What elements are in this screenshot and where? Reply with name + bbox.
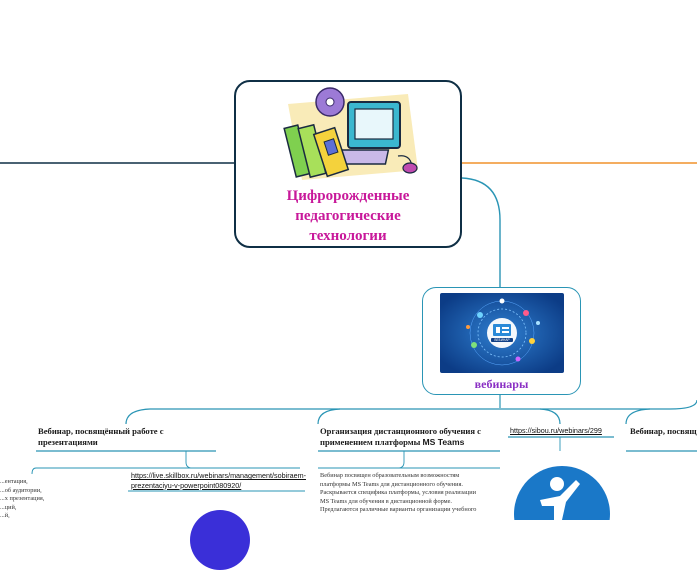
- central-topic-node[interactable]: Цифророжденные педагогические технологии: [234, 80, 462, 248]
- sibou-logo-icon: [514, 466, 610, 520]
- webinars-node[interactable]: ВЕБИНАР вебинары: [422, 287, 581, 395]
- description-line: MS Teams для обучения в дистанционной фо…: [320, 497, 452, 505]
- webinar-image: ВЕБИНАР: [440, 293, 564, 373]
- note-line: ...ций,: [0, 503, 17, 511]
- computer-books-cd-icon: [283, 87, 418, 180]
- description-line: платформы MS Teams для дистанционного об…: [320, 480, 463, 488]
- note-line: ...х презентация,: [0, 495, 45, 502]
- webinars-label: вебинары: [474, 377, 529, 391]
- note-line: ...об аудитории,: [0, 486, 42, 494]
- note-line: ...й,: [0, 512, 10, 519]
- topic-ms-teams-title[interactable]: Организация дистанционного обучения с пр…: [320, 426, 502, 448]
- ms-teams-brand: MS Teams: [422, 437, 465, 447]
- note-line: ...ентация,: [0, 478, 28, 485]
- sibou-webinar-link[interactable]: https://sibou.ru/webinars/299: [510, 426, 602, 435]
- description-line: Раскрывается специфика платформы, услови…: [320, 489, 476, 496]
- description-line: Вебинар посвящен образовательным возможн…: [320, 472, 460, 479]
- topic-mentoring-title[interactable]: Вебинар, посвящ... наставничеству: [630, 426, 697, 436]
- connector-lines: [0, 162, 697, 492]
- description-line: Предлагаются различные варианты организа…: [320, 506, 477, 513]
- presentation-thumbnail-image: [190, 510, 250, 570]
- topic-presentations-title[interactable]: Вебинар, посвящённый работе с презентаци…: [38, 426, 164, 447]
- topic-presentations-notes: ...ентация, ...об аудитории, ...х презен…: [0, 478, 60, 521]
- webinar-network-icon: ВЕБИНАР: [440, 293, 564, 373]
- central-topic-title: Цифророжденные педагогические технологии: [286, 188, 410, 244]
- topic-ms-teams-title-text: Организация дистанционного обучения с пр…: [320, 426, 481, 447]
- skillbox-webinar-link[interactable]: https://live.skillbox.ru/webinars/manage…: [131, 471, 306, 490]
- svg-text:ВЕБИНАР: ВЕБИНАР: [494, 338, 509, 342]
- topic-ms-teams-description: Вебинар посвящен образовательным возможн…: [320, 472, 500, 515]
